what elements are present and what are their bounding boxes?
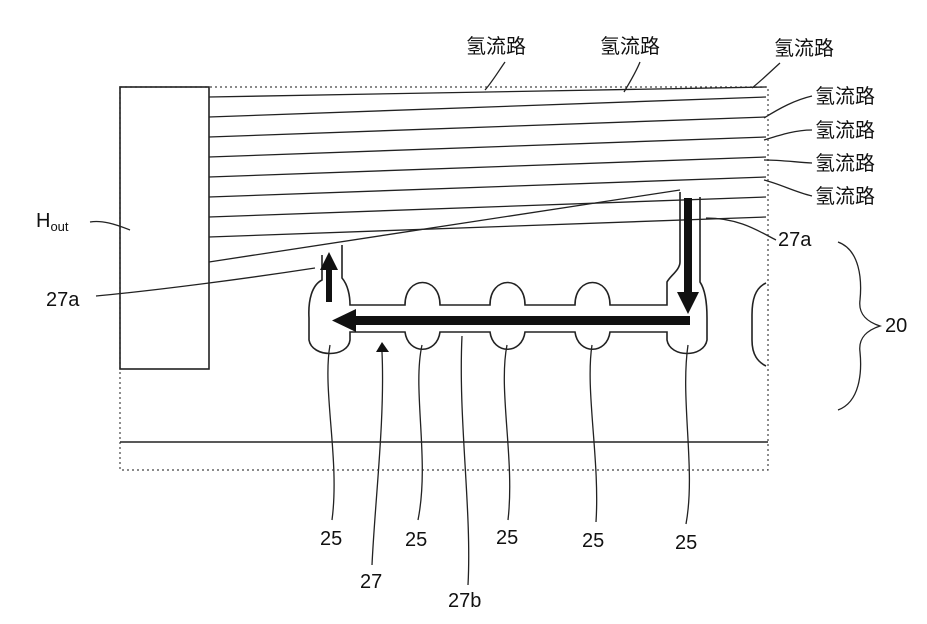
outlet-manifold-block	[120, 87, 209, 369]
plate-outline	[120, 87, 768, 470]
ref-20-brace	[838, 242, 880, 410]
right-bulb-cutout	[752, 283, 766, 366]
ref-25-label-3: 25	[496, 527, 518, 549]
flow-arrow-left	[332, 309, 690, 332]
ref-27-label: 27	[360, 571, 382, 593]
channel-label-6: 氢流路	[815, 151, 875, 175]
channel-leader-lines	[485, 62, 812, 196]
communication-path-27	[309, 197, 707, 354]
ref-27a-left: 27a	[46, 289, 80, 311]
ref-27-leader	[372, 352, 383, 565]
channel-label-4: 氢流路	[815, 84, 875, 108]
hout-label-main: H	[36, 210, 50, 232]
ref-27b-leader	[461, 336, 468, 585]
ref-27a-right-leader	[706, 218, 776, 240]
channel-label-3: 氢流路	[774, 36, 834, 60]
ref-25-label-1: 25	[320, 528, 342, 550]
ref-25-label-4: 25	[582, 530, 604, 552]
ref-25-label-2: 25	[405, 529, 427, 551]
channel-label-2: 氢流路	[600, 34, 660, 58]
channel-label-5: 氢流路	[815, 118, 875, 142]
ref-27a-right: 27a	[778, 229, 812, 251]
hout-leader	[90, 221, 130, 230]
hydrogen-channel-lines	[209, 87, 766, 262]
hout-label-sub: out	[50, 219, 68, 234]
communication-path-27-top	[342, 192, 680, 305]
ref-27-arrowhead	[376, 342, 389, 352]
ref-27a-left-leader	[96, 268, 315, 296]
channel-label-1: 氢流路	[466, 34, 526, 58]
ref-25-label-5: 25	[675, 532, 697, 554]
channel-label-7: 氢流路	[815, 184, 875, 208]
hout-label: Hout	[36, 210, 69, 234]
ref-27b-label: 27b	[448, 590, 481, 612]
ref-20-label: 20	[885, 315, 907, 337]
